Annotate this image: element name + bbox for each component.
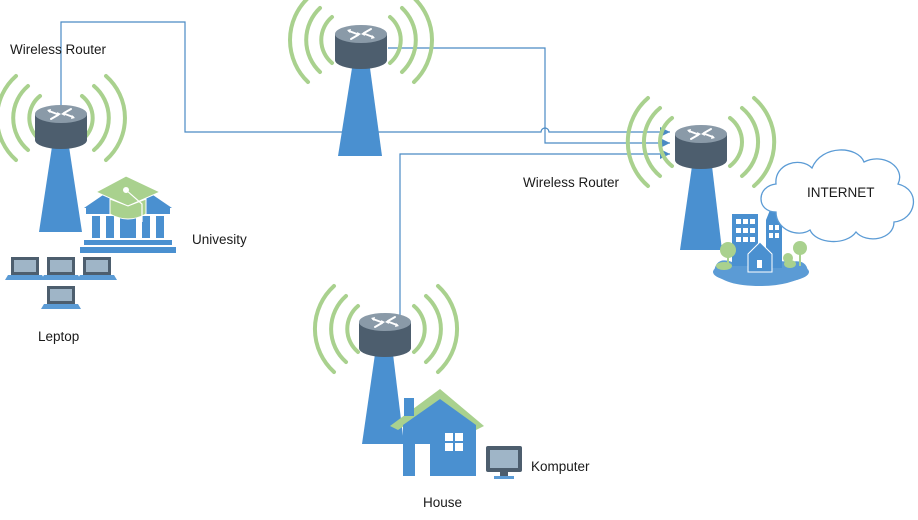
laptop-icon <box>77 257 117 280</box>
arrowhead-2 <box>660 138 670 148</box>
house-label: House <box>423 495 462 510</box>
internet-label: INTERNET <box>807 185 875 200</box>
tower-right <box>625 96 777 250</box>
tower-house <box>312 284 460 444</box>
router-left-label: Wireless Router <box>10 42 107 57</box>
router-icon <box>358 312 412 358</box>
link-leftrouter-to-rightrouter <box>60 21 670 133</box>
laptop-group <box>5 257 117 309</box>
wifi-signal-icon <box>312 284 460 374</box>
tower-icon <box>680 166 722 250</box>
laptop-label: Leptop <box>38 329 79 344</box>
monitor-icon <box>486 446 522 479</box>
link-house-to-rightrouter <box>399 153 670 318</box>
router-icon <box>674 124 728 170</box>
link-toprouter-to-rightrouter <box>388 47 670 144</box>
router-icon <box>34 104 88 150</box>
router-right-label: Wireless Router <box>523 175 620 190</box>
university-icon <box>80 175 176 253</box>
cloud-icon <box>760 149 915 243</box>
house-icon <box>390 389 484 476</box>
wifi-signal-icon <box>625 96 777 188</box>
wifi-signal-icon <box>288 0 434 84</box>
city-icon <box>713 200 809 286</box>
laptop-icon <box>5 257 45 280</box>
tower-icon <box>338 68 382 156</box>
university-label: Univesity <box>192 232 247 247</box>
laptop-icon <box>41 286 81 309</box>
computer-label: Komputer <box>531 459 590 474</box>
tower-icon <box>39 140 82 232</box>
laptop-icon <box>41 257 81 280</box>
tower-left <box>0 74 127 232</box>
tower-top <box>288 0 434 156</box>
router-icon <box>334 24 388 70</box>
tower-icon <box>362 354 404 444</box>
